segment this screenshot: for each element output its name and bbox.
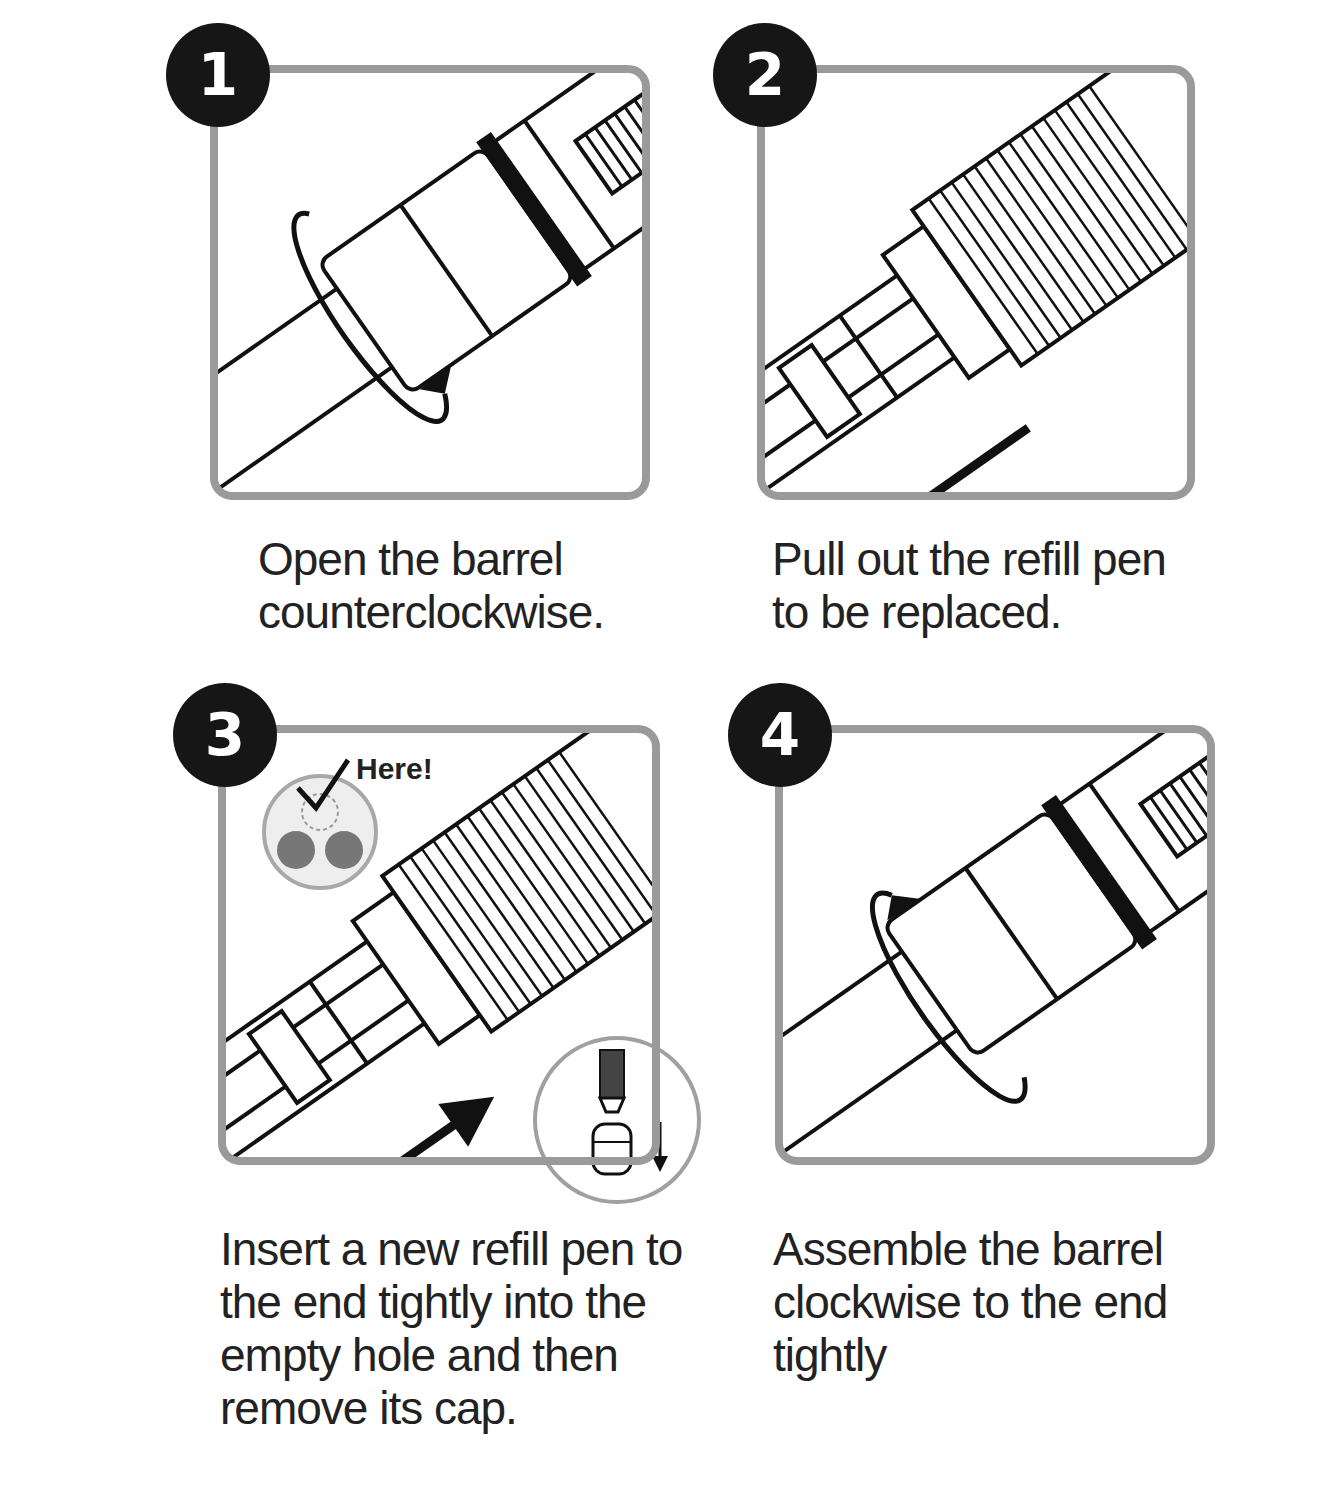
pen-closed bbox=[779, 729, 1211, 1161]
step-panel: 2Pull out the refill pen to be replaced. bbox=[757, 65, 1195, 500]
step-caption: Insert a new refill pen to the end tight… bbox=[220, 1223, 720, 1435]
step-number: 3 bbox=[173, 683, 277, 787]
callout-label: Here! bbox=[356, 752, 433, 786]
pen-open bbox=[761, 69, 1191, 496]
step-number: 1 bbox=[166, 23, 270, 127]
pen-insert bbox=[222, 729, 656, 1161]
step-caption: Open the barrel counterclockwise. bbox=[258, 533, 698, 639]
step-number: 2 bbox=[713, 23, 817, 127]
pen-closed bbox=[214, 69, 646, 496]
step-panel: 4Assemble the barrel clockwise to the en… bbox=[775, 725, 1215, 1165]
step-panel: 3Insert a new refill pen to the end tigh… bbox=[218, 725, 660, 1165]
step-number: 4 bbox=[728, 683, 832, 787]
refill-cap-inset bbox=[535, 1038, 699, 1202]
step-caption: Assemble the barrel clockwise to the end… bbox=[773, 1223, 1223, 1382]
step-caption: Pull out the refill pen to be replaced. bbox=[772, 533, 1212, 639]
step-panel: 1Open the barrel counterclockwise. bbox=[210, 65, 650, 500]
